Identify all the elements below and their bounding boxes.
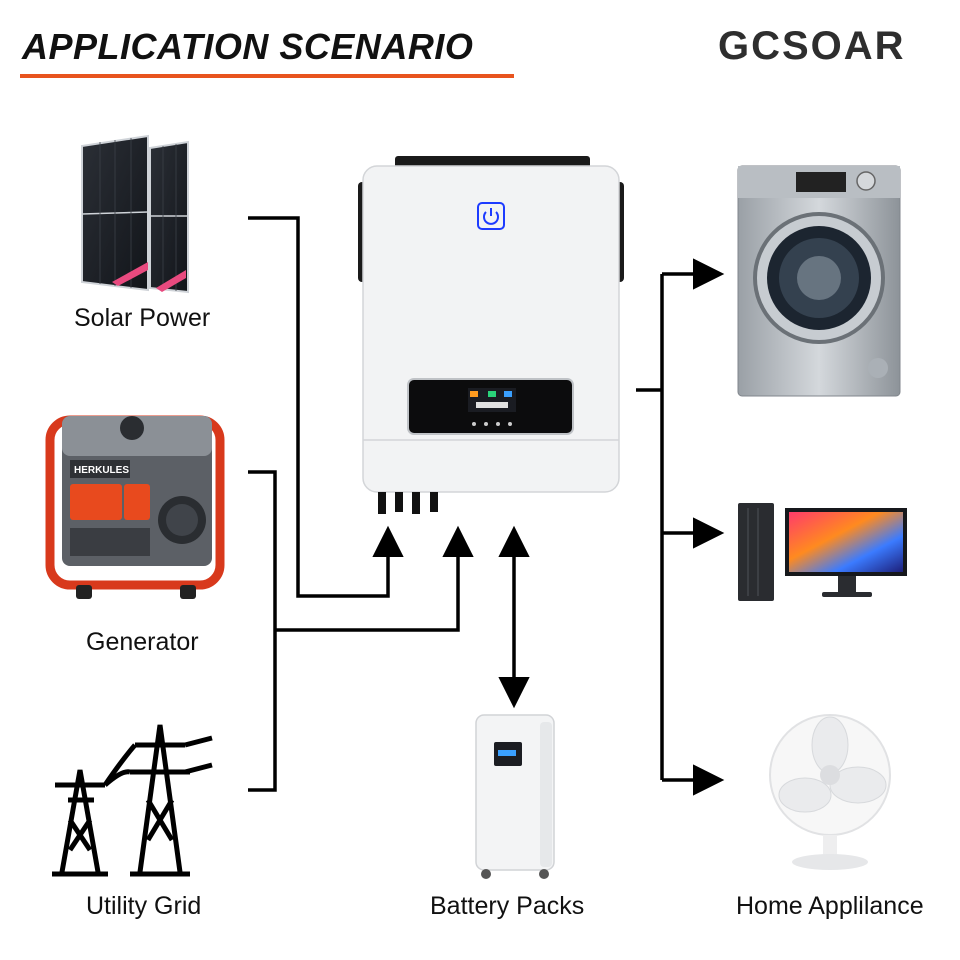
- brand-logo: GCSOAR: [718, 24, 906, 69]
- washing-machine-icon: [737, 165, 901, 397]
- desk-fan-icon: [769, 714, 891, 870]
- utility-grid-label: Utility Grid: [86, 892, 202, 920]
- connection-lines: [248, 216, 725, 796]
- generator-label: Generator: [86, 628, 199, 656]
- page-title: APPLICATION SCENARIO: [22, 26, 474, 67]
- grid-bus-connector: [275, 525, 474, 632]
- inverter-icon: [358, 156, 624, 514]
- solar-power-label: Solar Power: [74, 304, 211, 332]
- generator-connector: [248, 470, 277, 792]
- title-underline: [20, 74, 514, 78]
- home-appliance-label: Home Applilance: [736, 892, 924, 920]
- battery-pack-icon: [475, 714, 555, 879]
- power-tower-icon: [52, 724, 213, 877]
- desktop-computer-icon: [738, 503, 907, 601]
- solar-panel-icon: [81, 134, 189, 294]
- logo-text: GCSOAR: [718, 24, 906, 68]
- solar-connector: [248, 216, 404, 598]
- generator-icon: HERKULES: [45, 415, 225, 599]
- generator-brand: HERKULES: [74, 465, 129, 476]
- battery-packs-label: Battery Packs: [430, 892, 585, 920]
